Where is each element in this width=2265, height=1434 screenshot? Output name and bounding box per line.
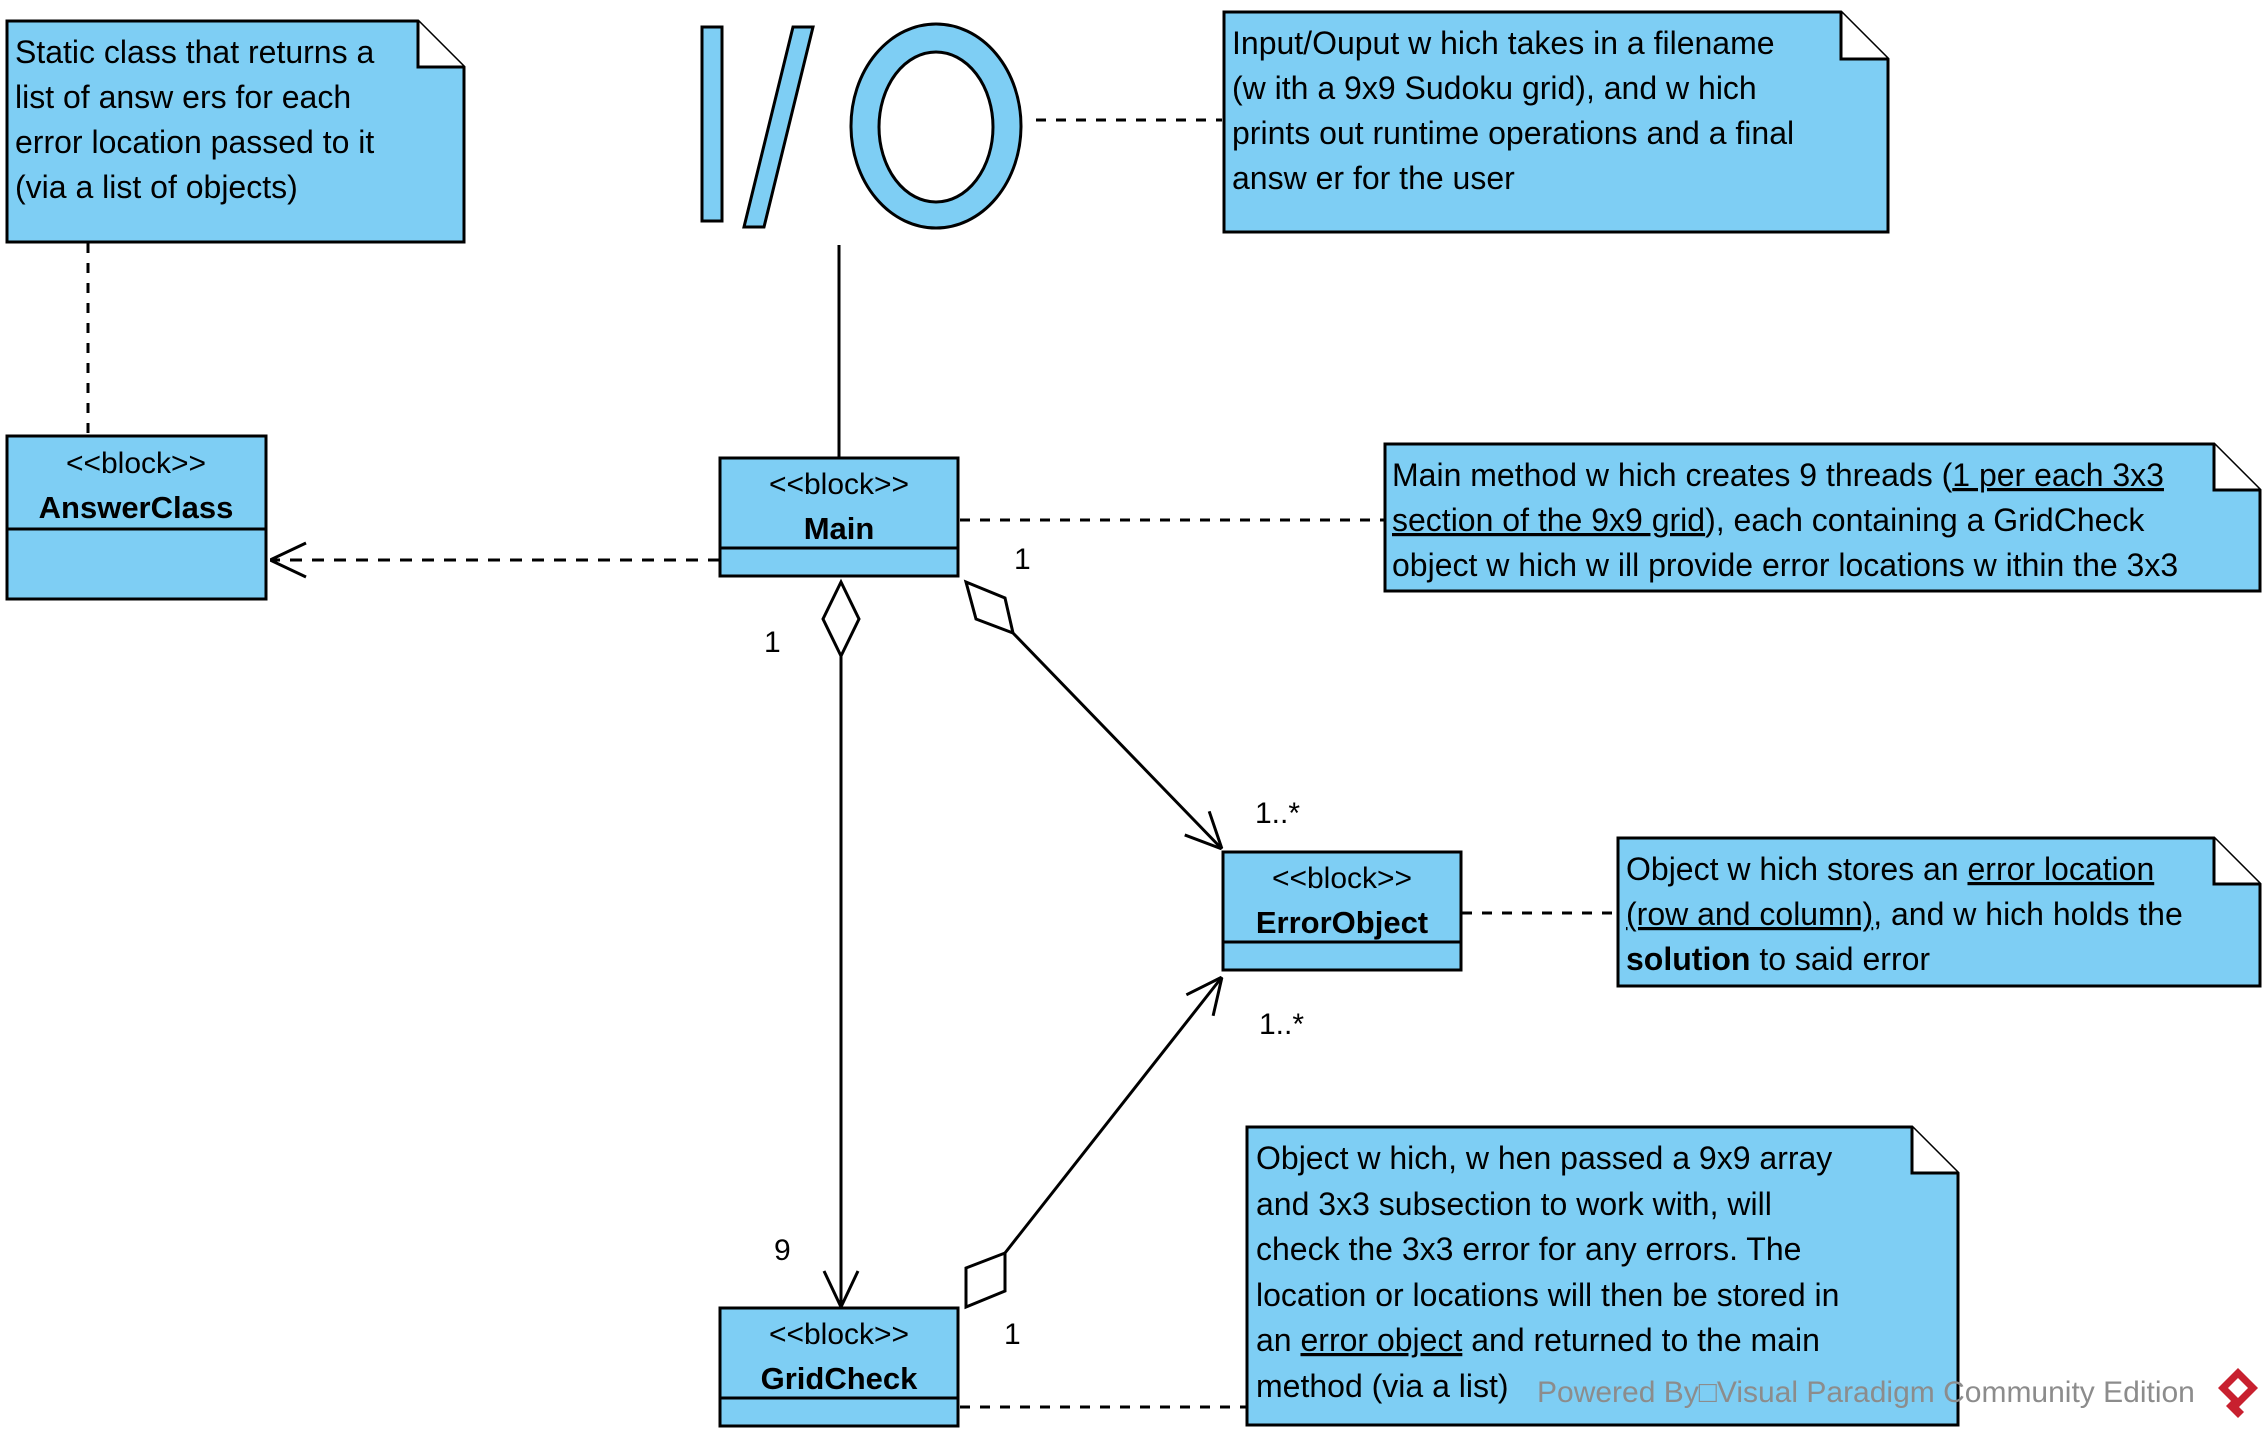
note-line: prints out runtime operations and a fina… xyxy=(1232,115,1794,151)
block-stereotype: <<block>> xyxy=(769,1318,909,1351)
note-line: check the 3x3 error for any errors. The xyxy=(1256,1231,1801,1267)
aggregation-diamond-grid-error xyxy=(964,1250,1007,1310)
note-main: Main method w hich creates 9 threads (1 … xyxy=(1383,442,2262,593)
note-gridcheck: Object w hich, w hen passed a 9x9 array … xyxy=(1245,1125,1960,1427)
watermark-text: Powered By□Visual Paradigm Community Edi… xyxy=(1537,1376,2195,1409)
aggregation-main-error xyxy=(1011,631,1222,849)
block-stereotype: <<block>> xyxy=(1272,862,1412,895)
note-io: Input/Ouput w hich takes in a filename (… xyxy=(1222,10,1890,234)
note-line: Input/Ouput w hich takes in a filename xyxy=(1232,25,1775,61)
note-line: and 3x3 subsection to work with, will xyxy=(1256,1186,1772,1222)
io-logo-slash xyxy=(742,25,815,229)
note-answerclass: Static class that returns a list of answ… xyxy=(5,19,466,244)
aggregation-diamond-main-error xyxy=(963,579,1016,636)
note-line: Main method w hich creates 9 threads (1 … xyxy=(1392,457,2164,493)
mult-main-to-grid: 1 xyxy=(764,626,781,659)
note-line: error location passed to it xyxy=(15,124,374,160)
aggregation-diamond-main-grid xyxy=(821,578,861,660)
block-answerclass[interactable]: <<block>> AnswerClass xyxy=(5,434,268,601)
mult-error-from-grid: 1..* xyxy=(1259,1008,1304,1041)
block-errorobject[interactable]: <<block>> ErrorObject xyxy=(1221,850,1463,972)
note-errorobject: Object w hich stores an error location (… xyxy=(1616,836,2262,988)
note-line: list of answ ers for each xyxy=(15,79,351,115)
block-stereotype: <<block>> xyxy=(66,447,206,480)
note-line: section of the 9x9 grid), each containin… xyxy=(1392,502,2145,538)
mult-grid-from-main: 9 xyxy=(774,1234,791,1267)
aggregation-grid-error xyxy=(1003,977,1222,1254)
note-line: (w ith a 9x9 Sudoku grid), and w hich xyxy=(1232,70,1757,106)
block-main[interactable]: <<block>> Main xyxy=(718,456,960,578)
note-line: answ er for the user xyxy=(1232,160,1515,196)
mult-error-from-main: 1..* xyxy=(1255,797,1300,830)
block-name: ErrorObject xyxy=(1256,905,1428,940)
note-line: Object w hich, w hen passed a 9x9 array xyxy=(1256,1140,1832,1176)
mult-main-to-error: 1 xyxy=(1014,543,1031,576)
io-logo-i xyxy=(700,25,724,223)
note-line: (via a list of objects) xyxy=(15,169,298,205)
block-name: AnswerClass xyxy=(39,490,234,525)
note-line: Static class that returns a xyxy=(15,34,374,70)
block-name: Main xyxy=(804,511,875,546)
mult-grid-to-error: 1 xyxy=(1004,1318,1021,1351)
block-stereotype: <<block>> xyxy=(769,468,909,501)
block-name: GridCheck xyxy=(761,1361,919,1396)
note-line: (row and column), and w hich holds the xyxy=(1626,896,2183,932)
io-logo xyxy=(700,22,1023,230)
note-line: solution to said error xyxy=(1626,941,1930,977)
note-line: Object w hich stores an error location xyxy=(1626,851,2154,887)
visual-paradigm-logo-icon xyxy=(2218,1368,2258,1418)
note-line: method (via a list) xyxy=(1256,1368,1509,1404)
io-logo-o xyxy=(849,22,1023,230)
note-line: location or locations will then be store… xyxy=(1256,1277,1839,1313)
block-gridcheck[interactable]: <<block>> GridCheck xyxy=(718,1306,960,1428)
note-line: object w hich w ill provide error locati… xyxy=(1392,547,2178,583)
note-line: an error object and returned to the main xyxy=(1256,1322,1820,1358)
